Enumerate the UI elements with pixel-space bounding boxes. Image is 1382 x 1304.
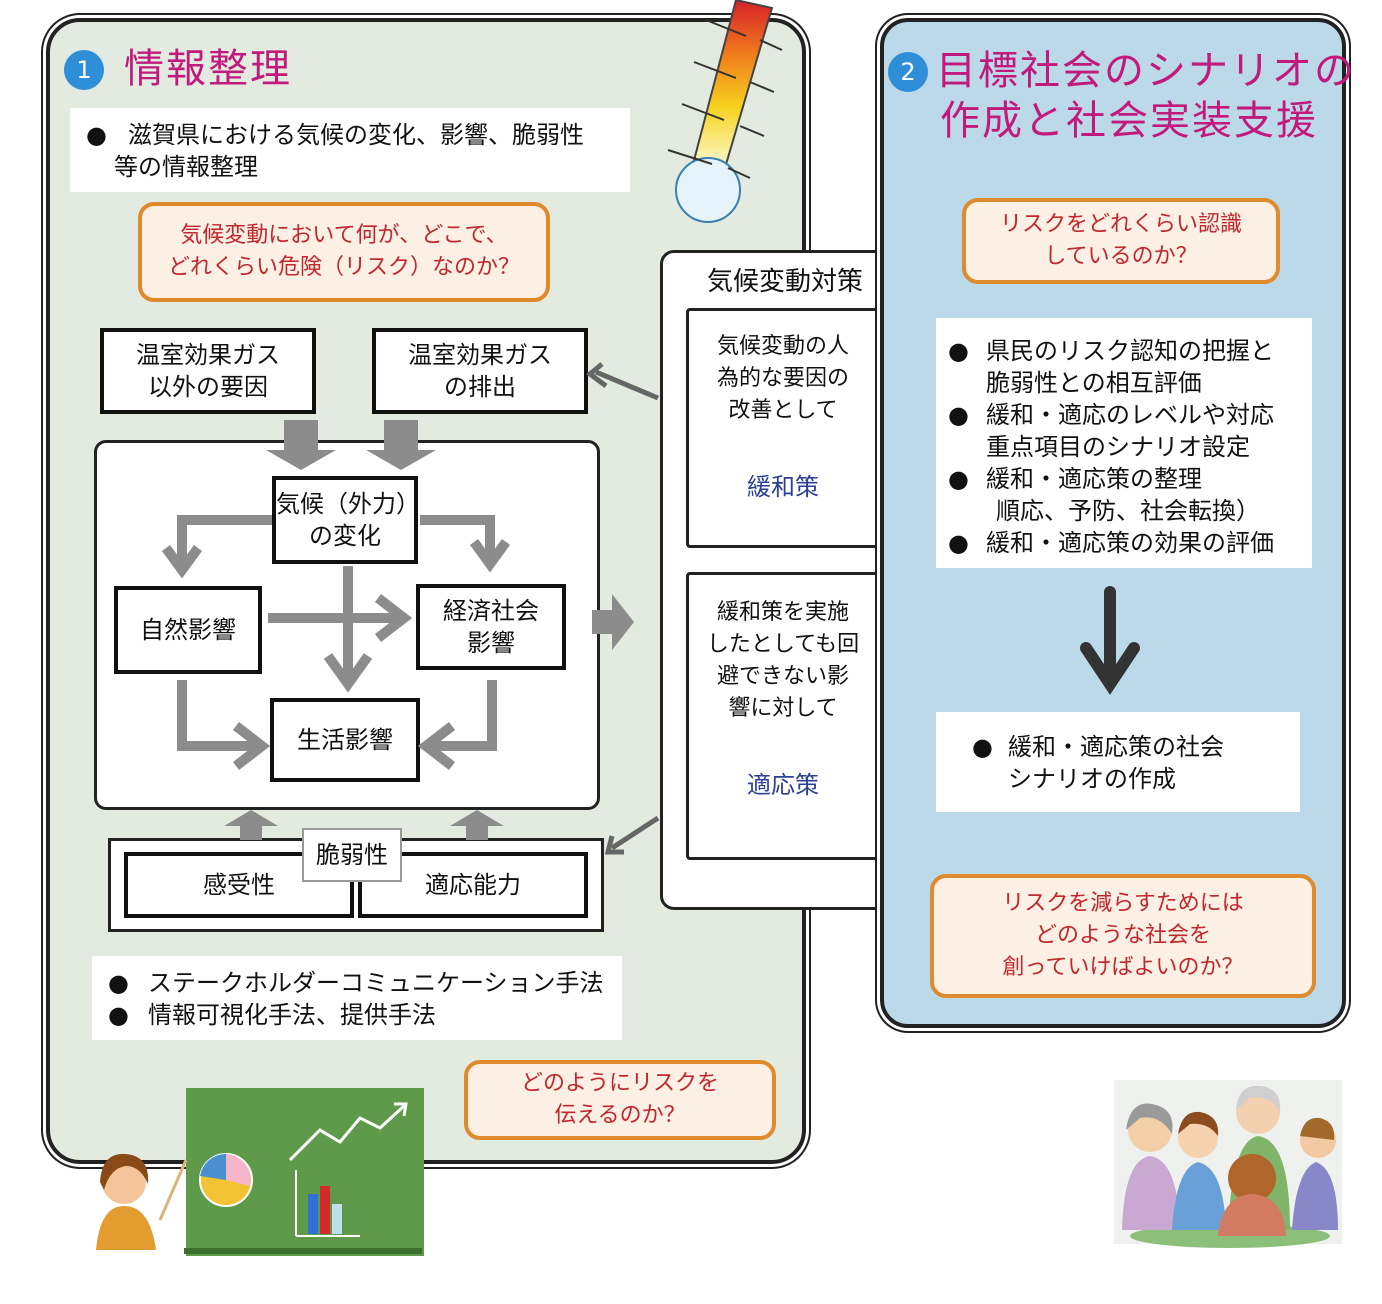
method-bullet-1: ステークホルダーコミュニケーション手法	[148, 969, 604, 997]
countermeasure-feedback-arrows	[585, 362, 660, 855]
scenario-down-arrow	[1080, 586, 1140, 695]
scenario-bullet-line: 県民のリスク認知の把握と	[986, 337, 1274, 365]
box-line: 為的な要因の	[716, 366, 849, 391]
socioeconomic-impact-box: 経済社会影響	[416, 584, 566, 670]
box-line: 以外の要因	[148, 373, 268, 401]
natural-impact-box: 自然影響	[114, 586, 262, 674]
down-arrow-ghg	[266, 420, 436, 470]
question-line: 伝えるのか？	[554, 1103, 686, 1128]
result-line: シナリオの作成	[1008, 765, 1176, 793]
scenario-title-line-2: 作成と社会実装支援	[940, 98, 1318, 144]
intro-bullet-box: ● 滋賀県における気候の変化、影響、脆弱性 等の情報整理	[70, 108, 630, 192]
result-line: 緩和・適応策の社会	[1008, 733, 1224, 761]
teacher-at-chalkboard-icon	[96, 1088, 424, 1256]
box-line: 響に対して	[728, 696, 838, 721]
question-line: 気候変動において何が、どこで、	[180, 223, 508, 248]
box-line: 改善として	[728, 398, 838, 423]
question-line: リスクを減らすためには	[1002, 891, 1244, 916]
climate-change-box: 気候（外力） の変化	[272, 476, 420, 564]
scenario-bullet-line: 緩和・適応策の効果の評価	[986, 529, 1274, 557]
adaptation-label: 適応策	[747, 771, 819, 799]
adaptive-capacity-box: 適応能力	[358, 852, 588, 918]
right-arrow-to-countermeasures	[592, 594, 634, 650]
bullet-dot: ●	[108, 969, 129, 997]
method-bullets-box: ● ステークホルダーコミュニケーション手法 ● 情報可視化手法、提供手法	[92, 956, 622, 1040]
box-line: 温室効果ガス	[136, 341, 280, 369]
question-how-communicate: どのようにリスクを伝えるのか？	[464, 1060, 776, 1140]
box-line: したとしても回	[706, 632, 860, 657]
group-of-people-icon	[1114, 1080, 1342, 1248]
intro-bullet-line-2: 等の情報整理	[114, 153, 258, 181]
scenario-bullet-line: 脆弱性との相互評価	[986, 369, 1202, 397]
scenario-bullet-line: 緩和・適応策の整理	[986, 465, 1202, 493]
ghg-other-factors-box: 温室効果ガス以外の要因	[100, 328, 316, 414]
box-line: の排出	[444, 373, 516, 401]
question-line: しているのか？	[1044, 244, 1198, 269]
box-line: 経済社会	[443, 597, 539, 625]
bullet-dot: ●	[972, 733, 993, 761]
countermeasures-title: 気候変動対策	[706, 267, 863, 297]
mitigation-box: 気候変動の人 為的な要因の 改善として 緩和策	[686, 308, 880, 548]
box-line: 影響	[467, 629, 515, 657]
question-line: 創っていけばよいのか？	[1002, 955, 1244, 980]
sensitivity-box: 感受性	[124, 852, 354, 918]
scenario-bullet-line: 順応、予防、社会転換）	[996, 497, 1260, 525]
bullet-dot: ●	[86, 121, 107, 149]
ghg-emission-box: 温室効果ガスの排出	[372, 328, 588, 414]
box-line: 緩和策を実施	[716, 600, 849, 625]
question-line: リスクをどれくらい認識	[999, 212, 1242, 237]
bullet-dot: ●	[948, 401, 969, 429]
scenario-result-box: ● 緩和・適応策の社会 シナリオの作成	[936, 712, 1300, 812]
intro-bullet-line-1: 滋賀県における気候の変化、影響、脆弱性	[128, 121, 584, 149]
thermometer-icon	[667, 0, 783, 223]
question-line: どのようにリスクを	[520, 1071, 719, 1096]
impact-flow-arrows	[161, 515, 511, 770]
section-title: 情報整理	[124, 46, 292, 92]
scenario-title-line-1: 目標社会のシナリオの	[936, 48, 1356, 94]
life-impact-box: 生活影響	[270, 698, 420, 782]
scenario-bullets-box: ● 県民のリスク認知の把握と 脆弱性との相互評価 ● 緩和・適応のレベルや対応 …	[936, 318, 1312, 568]
mitigation-label: 緩和策	[747, 473, 819, 501]
question-risk-awareness: リスクをどれくらい認識しているのか？	[962, 198, 1280, 284]
scenario-bullet-line: 重点項目のシナリオ設定	[986, 433, 1250, 461]
box-line: 気候変動の人	[716, 334, 849, 359]
box-line: 温室効果ガス	[408, 341, 552, 369]
scenario-bullet-line: 緩和・適応のレベルや対応	[986, 401, 1274, 429]
bullet-dot: ●	[108, 1001, 129, 1029]
bullet-dot: ●	[948, 529, 969, 557]
bullet-dot: ●	[948, 337, 969, 365]
question-risk-where: 気候変動において何が、どこで、どれくらい危険（リスク）なのか？	[138, 202, 550, 302]
vulnerability-label: 脆弱性	[302, 828, 402, 882]
box-line: 避できない影	[716, 664, 849, 689]
section-number-badge: 1	[64, 50, 104, 90]
up-arrows-vulnerability	[224, 810, 504, 840]
adaptation-box: 緩和策を実施 したとしても回 避できない影 響に対して 適応策	[686, 572, 880, 860]
question-line: どのような社会を	[1034, 923, 1211, 948]
bullet-dot: ●	[948, 465, 969, 493]
question-line: どれくらい危険（リスク）なのか？	[167, 255, 520, 280]
question-reduce-risk: リスクを減らすためにはどのような社会を創っていけばよいのか？	[930, 874, 1316, 998]
section-number-badge: 2	[888, 52, 928, 92]
box-line: 気候（外力）	[276, 490, 420, 518]
method-bullet-2: 情報可視化手法、提供手法	[148, 1001, 436, 1029]
box-line: の変化	[309, 522, 381, 550]
